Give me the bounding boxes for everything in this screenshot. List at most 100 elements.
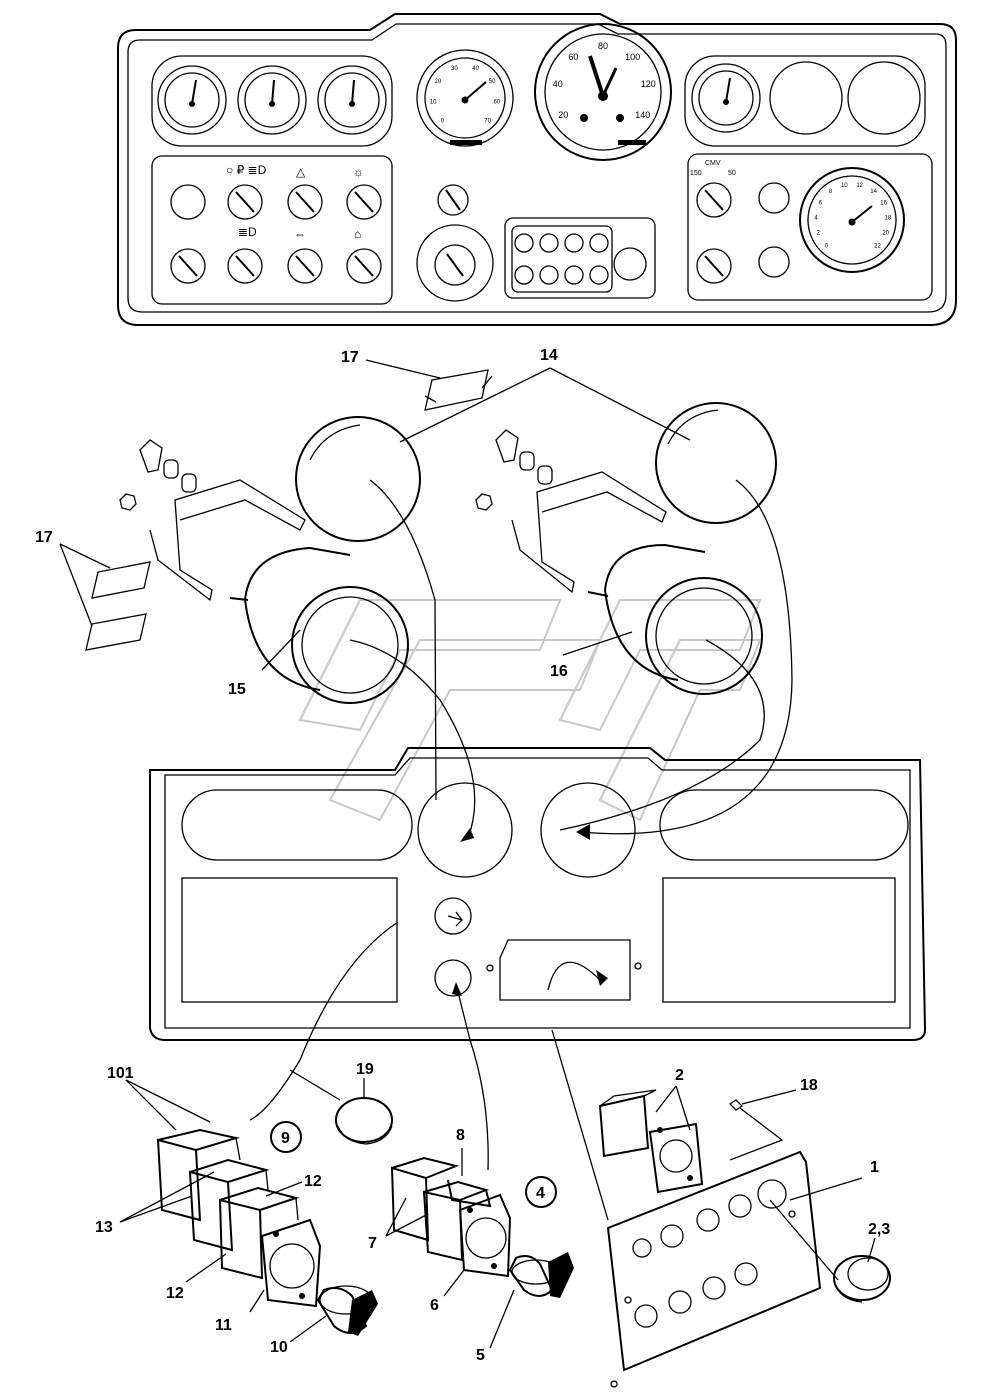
tacho-tick-label: 0 <box>441 119 445 125</box>
callout-11: 11 <box>215 1317 232 1334</box>
callout-10: 10 <box>270 1339 288 1356</box>
tacho-tick-label: 60 <box>493 100 500 106</box>
small-gauge-3 <box>317 65 387 135</box>
rotary-switch-knob-center <box>508 1252 574 1298</box>
warning-lamp <box>564 233 584 253</box>
warning-lamp <box>589 233 609 253</box>
small-gauge-1 <box>157 65 227 135</box>
bulb-socket-left-2 <box>85 613 147 651</box>
warning-lamp <box>514 233 534 253</box>
tacho-tick-label: 40 <box>472 66 479 72</box>
speedo-tick-label: 20 <box>558 110 568 120</box>
callout-2-3: 2,3 <box>868 1221 890 1238</box>
pressure-tick-label: 20 <box>882 231 889 237</box>
callout-12-left: 12 <box>166 1285 184 1302</box>
blank-gauge-slot-2 <box>847 61 921 135</box>
pressure-tick-label: 22 <box>874 244 881 250</box>
callout-101: 101 <box>107 1065 134 1082</box>
switch-block-stack-center <box>390 1156 492 1262</box>
tachometer: 0 10 20 30 40 50 60 70 <box>416 49 514 147</box>
switch-row-1 <box>170 184 382 220</box>
tacho-tick-label: 30 <box>451 66 458 72</box>
fuel-gauge <box>691 63 761 133</box>
warning-lamp-panel <box>504 217 656 299</box>
tacho-tick-label: 20 <box>435 79 442 85</box>
tacho-tick-label: 10 <box>430 100 437 106</box>
switch-mounting-frame-center <box>458 1193 512 1278</box>
pressure-tick-label: 10 <box>841 183 848 189</box>
watermark-logo <box>298 599 762 822</box>
callout-2: 2 <box>675 1067 684 1084</box>
rotary-switch-knob-left <box>316 1285 378 1336</box>
cmv-50-label: 50 <box>728 170 736 177</box>
callout-17-left: 17 <box>35 529 53 546</box>
pressure-tick-label: 14 <box>870 189 877 195</box>
pressure-tick-label: 0 <box>825 244 829 250</box>
speedo-tick-label: 80 <box>598 41 608 51</box>
circled-callout-9 <box>270 1121 302 1153</box>
callout-14: 14 <box>540 347 558 364</box>
callout-17-top: 17 <box>341 349 359 366</box>
switch-row-2 <box>170 248 382 284</box>
warning-lamp-plate <box>606 1150 822 1388</box>
gauge-cover-left <box>295 416 421 542</box>
warning-lamp <box>564 265 584 285</box>
switch-block-stack-left <box>156 1128 300 1280</box>
pressure-tick-label: 16 <box>880 201 887 207</box>
warning-lamp <box>539 265 559 285</box>
small-bulb <box>728 1099 784 1161</box>
pressure-tick-label: 6 <box>819 201 823 207</box>
callout-12-right: 12 <box>304 1173 322 1190</box>
callout-8: 8 <box>456 1127 465 1144</box>
pressure-tick-label: 2 <box>817 231 821 237</box>
pressure-tick-label: 12 <box>856 183 863 189</box>
small-gauge-2 <box>237 65 307 135</box>
callout-19: 19 <box>356 1061 374 1078</box>
indicator-lens <box>833 1255 891 1303</box>
callout-13: 13 <box>95 1219 113 1236</box>
gauge-body-left <box>119 439 409 704</box>
callout-4: 4 <box>536 1185 545 1202</box>
switch-icons: ○ ₽ ≣D △ ☼ ≣D ⇔ ⌂ <box>226 163 364 241</box>
switch-mounting-frame-left <box>260 1218 322 1308</box>
svg-text:○ ₽ ≣D: ○ ₽ ≣D <box>226 163 267 177</box>
speedo-tick-label: 120 <box>641 79 656 89</box>
callout-1: 1 <box>870 1159 879 1176</box>
callout-9: 9 <box>281 1130 290 1147</box>
cmv-150-label: 150 <box>690 170 702 177</box>
svg-text:≣D: ≣D <box>238 225 257 239</box>
blank-gauge-slot-1 <box>769 61 843 135</box>
bare-instrument-panel <box>149 747 927 1041</box>
cmv-label: CMV <box>705 160 721 167</box>
lamp-holder <box>598 1089 704 1194</box>
pressure-tick-label: 18 <box>885 215 892 221</box>
pressure-tick-label: 4 <box>814 215 818 221</box>
speedo-tick-label: 40 <box>553 79 563 89</box>
speedometer: 20 40 60 80 100 120 140 <box>534 23 672 161</box>
callout-6: 6 <box>430 1297 439 1314</box>
callout-5: 5 <box>476 1347 485 1364</box>
center-switch <box>437 184 469 216</box>
svg-text:△: △ <box>296 165 306 179</box>
speedo-tick-label: 100 <box>625 52 640 62</box>
callout-7: 7 <box>368 1235 377 1252</box>
svg-text:⇔: ⇔ <box>294 227 306 241</box>
tacho-tick-label: 50 <box>489 79 496 85</box>
warning-lamp <box>514 265 534 285</box>
tacho-tick-label: 70 <box>484 119 491 125</box>
speedo-tick-label: 140 <box>635 110 650 120</box>
svg-text:☼: ☼ <box>353 165 364 179</box>
gauge-cover-right <box>655 402 777 524</box>
circled-callout-4 <box>525 1176 557 1208</box>
indicator-lamp-cap <box>335 1097 393 1145</box>
speedo-tick-label: 60 <box>568 52 578 62</box>
pressure-tick-label: 8 <box>829 189 833 195</box>
gauge-body-right <box>475 429 763 695</box>
bulb-socket-top <box>424 369 493 411</box>
callout-18: 18 <box>800 1077 818 1094</box>
callout-15: 15 <box>228 681 246 698</box>
warning-lamp <box>539 233 559 253</box>
